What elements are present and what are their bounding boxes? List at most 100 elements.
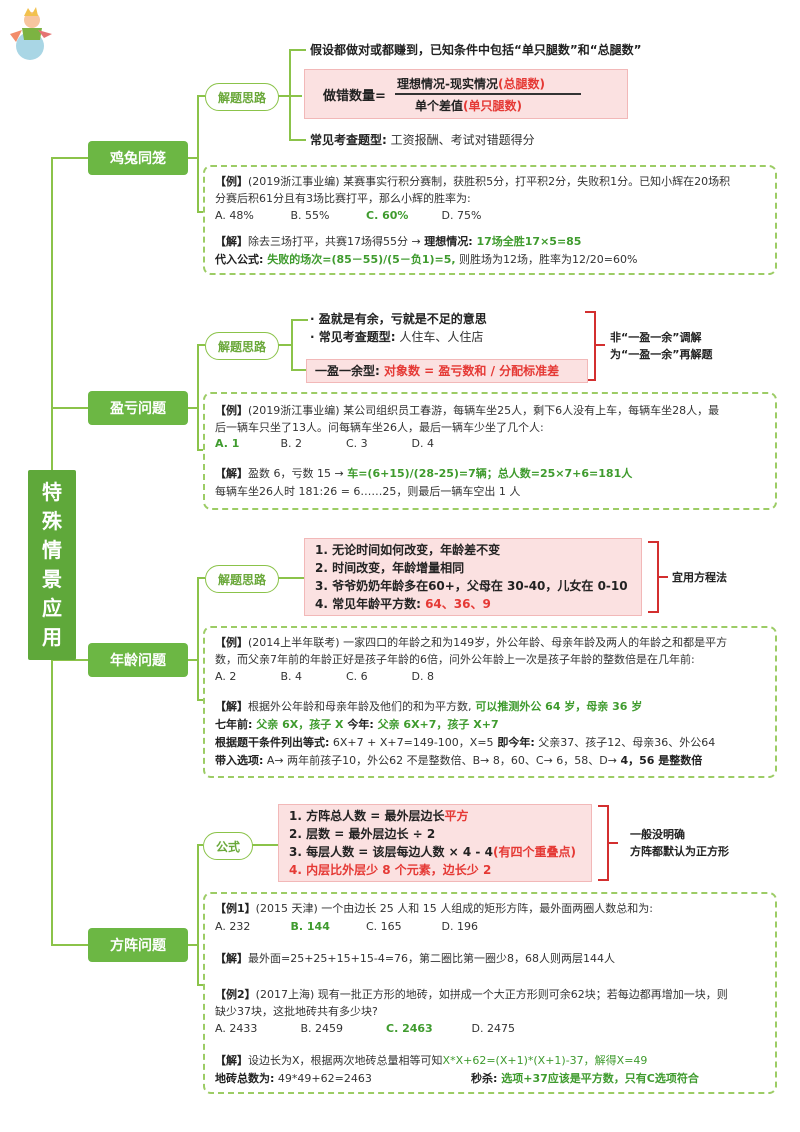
solution-highlight: 车=(6+15)/(28-25)=7辆；总人数=25×7+6=181人 — [347, 467, 633, 480]
age-point-2: 2. 时间改变，年龄增量相同 — [315, 561, 465, 575]
option-b-correct: B. 144 — [290, 920, 330, 933]
example-question: 【例】(2014上半年联考) 一家四口的年龄之和为149岁，外公年龄、母亲年龄及… — [215, 634, 727, 651]
tag-formula: 公式 — [203, 832, 253, 860]
example2-solution-line2: 地砖总数为: 49*49+62=2463 — [215, 1070, 372, 1087]
array-formula-1: 1. 方阵总人数 = 最外层边长平方 — [289, 808, 469, 825]
root-char: 情 — [42, 538, 62, 562]
solution-highlight: 父亲 6X+7，孩子 X+7 — [373, 718, 499, 731]
example1-options: A. 232 B. 144 C. 165 D. 196 — [215, 918, 514, 935]
example-box-4: 【例1】(2015 天津) 一个由边长 25 人和 15 人组成的矩形方阵，最外… — [203, 892, 777, 1094]
option-c-correct: C. 60% — [366, 209, 409, 222]
solution-line1: 【解】根据外公年龄和母亲年龄及他们的和为平方数, 可以推测外公 64 岁，母亲 … — [215, 698, 642, 715]
option-b: B. 2459 — [300, 1022, 344, 1035]
example2-options: A. 2433 B. 2459 C. 2463 D. 2475 — [215, 1020, 554, 1037]
example-text: (2015 天津) 一个由边长 25 人和 15 人组成的矩形方阵，最外面两圈人… — [255, 902, 653, 915]
options-row: A. 2 B. 4 C. 6 D. 8 — [215, 668, 474, 685]
array-formula-4: 4. 内层比外层少 8 个元素，边长少 2 — [289, 863, 492, 877]
example-question-line2: 后一辆车只坐了13人。问每辆车坐26人，最后一辆车少坐了几个人: — [215, 421, 544, 434]
tag-solution-idea: 解题思路 — [205, 83, 279, 111]
age-point-4: 4. 常见年龄平方数: 64、36、9 — [315, 596, 491, 613]
solution-highlight: 17场全胜17×5=85 — [472, 235, 582, 248]
solution-keyword: 代入公式: — [215, 253, 264, 266]
solution-label: 【解】 — [215, 700, 248, 713]
root-char: 用 — [42, 625, 62, 649]
option-a: A. 2 — [215, 670, 237, 683]
option-b: B. 2 — [280, 437, 303, 450]
example-label: 【例】 — [215, 636, 248, 649]
solution-text: 则胜场为12场，胜率为12/20=60% — [455, 253, 638, 266]
decorative-prince-logo — [2, 4, 56, 62]
solution-line2: 代入公式: 失败的场次=(85－55)/(5－负1)=5, 则胜场为12场，胜率… — [215, 251, 637, 268]
denominator-text: 单个差值 — [415, 99, 464, 113]
solution-line1: 【解】盈数 6，亏数 15 → 车=(6+15)/(28-25)=7辆；总人数=… — [215, 465, 632, 482]
solution-highlight: 父亲 6X，孩子 X — [252, 718, 344, 731]
example-label: 【例】 — [215, 175, 248, 188]
side-note-1: 非“一盈一余”调解 — [610, 331, 702, 344]
bullet-surplus-meaning: · 盈就是有余，亏就是不足的意思 — [310, 312, 487, 326]
solution-line2: 七年前: 父亲 6X，孩子 X 今年: 父亲 6X+7，孩子 X+7 — [215, 716, 499, 733]
root-node: 特 殊 情 景 应 用 — [28, 470, 76, 660]
root-char: 特 — [42, 480, 62, 504]
age-points-box: 1. 无论时间如何改变，年龄差不变 2. 时间改变，年龄增量相同 3. 爷爷奶奶… — [304, 538, 642, 616]
option-c: C. 165 — [366, 920, 402, 933]
common-types-label: 常见考查题型: — [310, 133, 387, 147]
root-char: 景 — [42, 567, 62, 591]
options-row: A. 1 B. 2 C. 3 D. 4 — [215, 435, 474, 452]
solution-text: 49*49+62=2463 — [274, 1072, 372, 1085]
example-question-line2: 分赛后积61分且有3场比赛打平，那么小辉的胜率为: — [215, 192, 471, 205]
example-question: 【例】(2019浙江事业编) 某公司组织员工春游，每辆车坐25人，剩下6人没有上… — [215, 402, 719, 419]
example-text: (2014上半年联考) 一家四口的年龄之和为149岁，外公年龄、母亲年龄及两人的… — [248, 636, 728, 649]
topic-square-array: 方阵问题 — [88, 928, 188, 962]
example-box-2: 【例】(2019浙江事业编) 某公司组织员工春游，每辆车坐25人，剩下6人没有上… — [203, 392, 777, 510]
denominator-red: (单只腿数) — [463, 99, 522, 113]
formula-left: 做错数量= — [323, 89, 386, 104]
solution-highlight: 失败的场次=(85－55)/(5－负1)=5, — [263, 253, 456, 266]
solution-highlight: 选项+37应该是平方数，只有C选项符合 — [497, 1072, 699, 1085]
formula-red: (有四个重叠点) — [492, 845, 576, 859]
solution-keyword: 带入选项: — [215, 754, 264, 767]
side-note-2: 方阵都默认为正方形 — [630, 845, 729, 858]
solution-label: 【解】 — [215, 467, 248, 480]
array-formula-2: 2. 层数 = 最外层边长 ÷ 2 — [289, 827, 436, 841]
solution-keyword: 地砖总数为: — [215, 1072, 275, 1085]
option-d: D. 4 — [411, 437, 434, 450]
topic-chicken-rabbit: 鸡兔同笼 — [88, 141, 188, 175]
option-a: A. 232 — [215, 920, 251, 933]
formula-box: 做错数量= 理想情况-现实情况(总腿数) 单个差值(单只腿数) — [304, 69, 628, 119]
age-point-1: 1. 无论时间如何改变，年龄差不变 — [315, 543, 501, 557]
formula-red: 平方 — [444, 809, 469, 823]
solution-text: 最外面=25+25+15+15-4=76，第二圈比第一圈少8，68人则两层144… — [248, 952, 616, 965]
formula-surplus: 一盈一余型: 对象数 = 盈亏数和 / 分配标准差 — [306, 359, 588, 383]
option-b: B. 4 — [280, 670, 303, 683]
numerator-text: 理想情况-现实情况 — [397, 77, 498, 91]
common-types: 常见考查题型: 工资报酬、考试对错题得分 — [310, 132, 535, 149]
formula-text: 3. 每层人数 = 该层每边人数 × 4 - 4 — [289, 845, 493, 859]
example1-solution: 【解】最外面=25+25+15+15-4=76，第二圈比第一圈少8，68人则两层… — [215, 950, 615, 967]
root-char: 殊 — [42, 509, 62, 533]
formula-denominator: 单个差值(单只腿数) — [415, 97, 522, 114]
solution-keyword: 七年前: — [215, 718, 253, 731]
option-a-correct: A. 1 — [215, 437, 240, 450]
formula-red: 对象数 = 盈亏数和 / 分配标准差 — [379, 364, 560, 378]
solution-line2: 每辆车坐26人时 181:26 = 6……25，则最后一辆车空出 1 人 — [215, 485, 521, 498]
solution-highlight: 可以推测外公 64 岁，母亲 36 岁 — [471, 700, 643, 713]
example-label: 【例1】 — [215, 902, 256, 915]
option-a: A. 2433 — [215, 1022, 258, 1035]
formula-label: 一盈一余型: — [315, 364, 380, 378]
option-d: D. 8 — [411, 670, 434, 683]
example-box-1: 【例】(2019浙江事业编) 某赛事实行积分赛制，获胜积5分，打平积2分，失败积… — [203, 165, 777, 275]
example-box-3: 【例】(2014上半年联考) 一家四口的年龄之和为149岁，外公年龄、母亲年龄及… — [203, 626, 777, 778]
age-point-4-label: 4. 常见年龄平方数: — [315, 597, 421, 611]
formula-text: 1. 方阵总人数 = 最外层边长 — [289, 809, 445, 823]
solution-text: 父亲37、孩子12、母亲36、外公64 — [534, 736, 716, 749]
bullet-text: 人住车、人住店 — [395, 330, 484, 344]
bullet-common-types: · 常见考查题型: 人住车、人住店 — [310, 329, 483, 346]
solution-keyword: 4，56 是整数倍 — [620, 754, 703, 767]
solution-label: 【解】 — [215, 1054, 248, 1067]
solution-label: 【解】 — [215, 235, 248, 248]
common-types-text: 工资报酬、考试对错题得分 — [390, 133, 535, 147]
solution-text: 6X+7 + X+7=149-100，X=5 — [329, 736, 494, 749]
example2-quick-solve: 秒杀: 选项+37应该是平方数，只有C选项符合 — [471, 1070, 699, 1087]
example-label: 【例】 — [215, 404, 248, 417]
solution-text: 根据外公年龄和母亲年龄及他们的和为平方数, — [248, 700, 472, 713]
